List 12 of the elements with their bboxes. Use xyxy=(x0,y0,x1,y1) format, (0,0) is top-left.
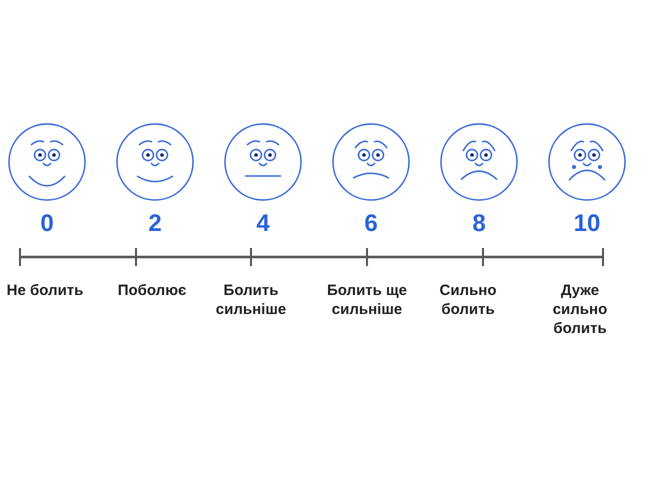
pain-level-label: Поболює xyxy=(116,281,188,300)
scale-number: 8 xyxy=(471,210,487,238)
pain-level-label: Сильно болить xyxy=(438,281,498,319)
scale-number: 0 xyxy=(39,210,55,238)
scale-number: 2 xyxy=(147,210,163,238)
pain-level-label: Болить сильніше xyxy=(214,281,288,319)
pain-level-label: Дуже сильно болить xyxy=(552,281,608,338)
pain-level-label: Болить ще сильніше xyxy=(326,281,408,319)
pain-level-label: Не болить xyxy=(6,281,84,300)
scale-number: 10 xyxy=(572,210,602,238)
scale-number: 4 xyxy=(255,210,271,238)
scale-number: 6 xyxy=(363,210,379,238)
